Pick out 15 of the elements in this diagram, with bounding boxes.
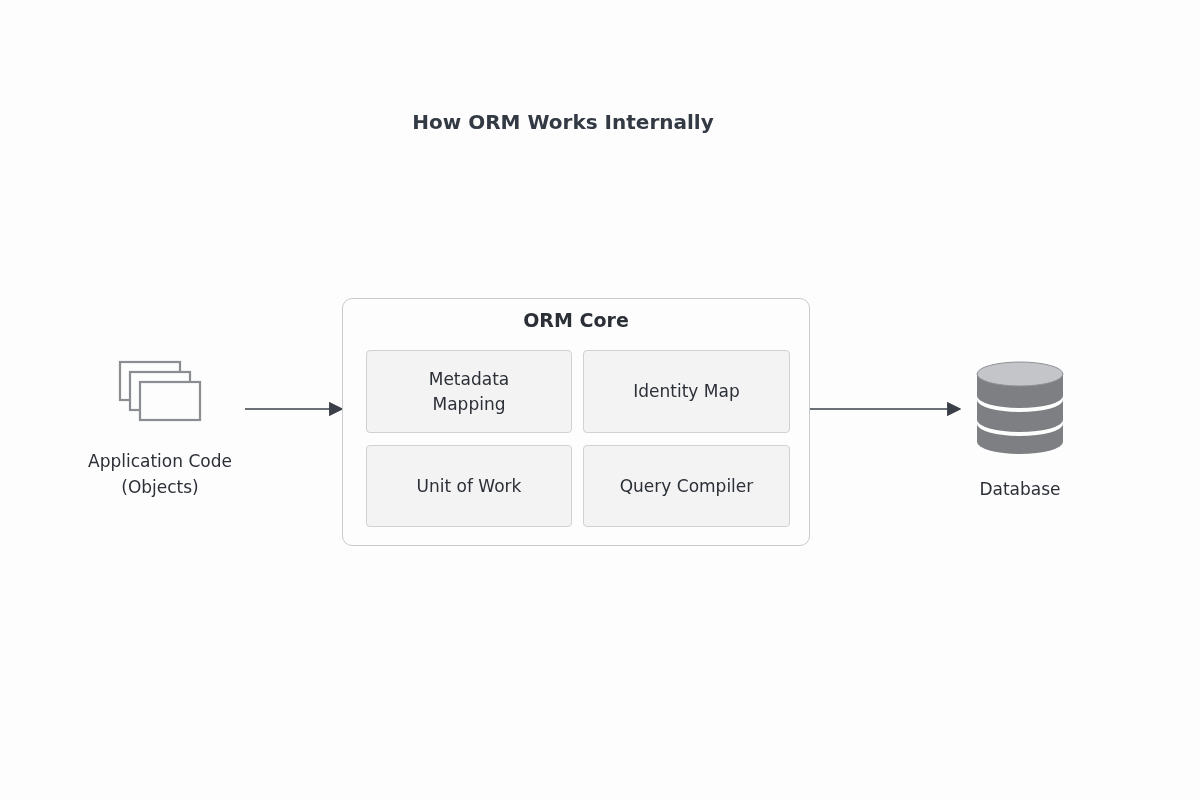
component-box: [366, 350, 572, 433]
component-label: Query Compiler: [618, 474, 755, 498]
arrow: [244, 401, 344, 417]
node-label: Database: [978, 478, 1062, 501]
component-box: [366, 445, 572, 527]
component-label: Identity Map: [632, 380, 741, 403]
arrow: [809, 401, 962, 417]
panel-heading: ORM Core: [522, 309, 630, 331]
component-panel: [342, 298, 810, 546]
component-label: Metadata Mapping: [427, 367, 511, 416]
node-label: Application Code (Objects): [87, 450, 233, 499]
component-label: Unit of Work: [415, 474, 523, 498]
component-box: [583, 445, 790, 527]
component-box: [583, 350, 790, 433]
diagram-title: How ORM Works Internally: [411, 110, 715, 134]
